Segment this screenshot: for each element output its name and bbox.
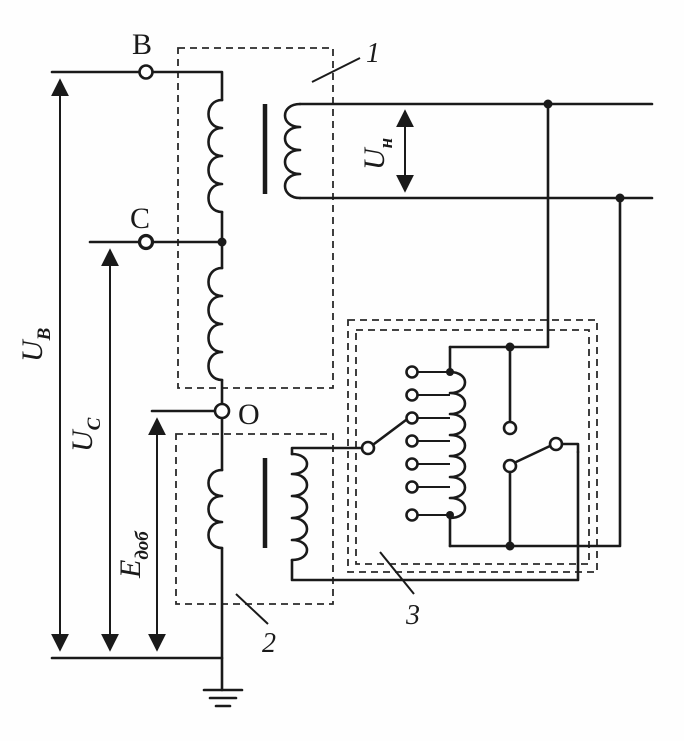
- uc-label: UC: [66, 417, 105, 452]
- terminal-b-label: B: [132, 28, 152, 61]
- callout-3-number: 3: [405, 600, 420, 631]
- regulator-feed-2: [448, 196, 622, 548]
- main-winding-bus: [50, 70, 224, 692]
- callout-1-number: 1: [366, 38, 380, 69]
- terminal-b: [138, 64, 154, 80]
- svg-text:UC: UC: [66, 417, 105, 452]
- regulator-3-internals: [360, 342, 580, 551]
- callout-2-number: 2: [262, 628, 276, 659]
- un-label: Uн: [358, 138, 397, 170]
- ub-label: UB: [16, 328, 55, 362]
- transformer-2: [262, 446, 580, 582]
- transformer-1-enclosure: [177, 47, 334, 389]
- junction-dot: [543, 99, 553, 109]
- svg-text:UB: UB: [16, 328, 55, 362]
- terminal-o: [213, 402, 231, 420]
- callout-2-leader: [235, 593, 269, 625]
- terminal-c-label: C: [130, 202, 150, 235]
- junction-dot: [217, 237, 227, 247]
- transformer-2-enclosure: [175, 433, 334, 605]
- callout-3-leader: [379, 551, 415, 595]
- terminal-c: [137, 233, 155, 251]
- svg-text:Eдоб: Eдоб: [114, 530, 153, 579]
- terminal-o-label: O: [238, 398, 260, 431]
- transformer-1-secondary: [262, 102, 654, 200]
- junction-dot: [615, 193, 625, 203]
- svg-text:Uн: Uн: [358, 138, 397, 170]
- edob-label: Eдоб: [114, 530, 153, 579]
- regulator-3-enclosure-outer: [347, 319, 598, 573]
- callout-1-leader: [311, 57, 361, 83]
- ground-icon: [202, 688, 244, 708]
- regulator-feed-1: [448, 102, 550, 349]
